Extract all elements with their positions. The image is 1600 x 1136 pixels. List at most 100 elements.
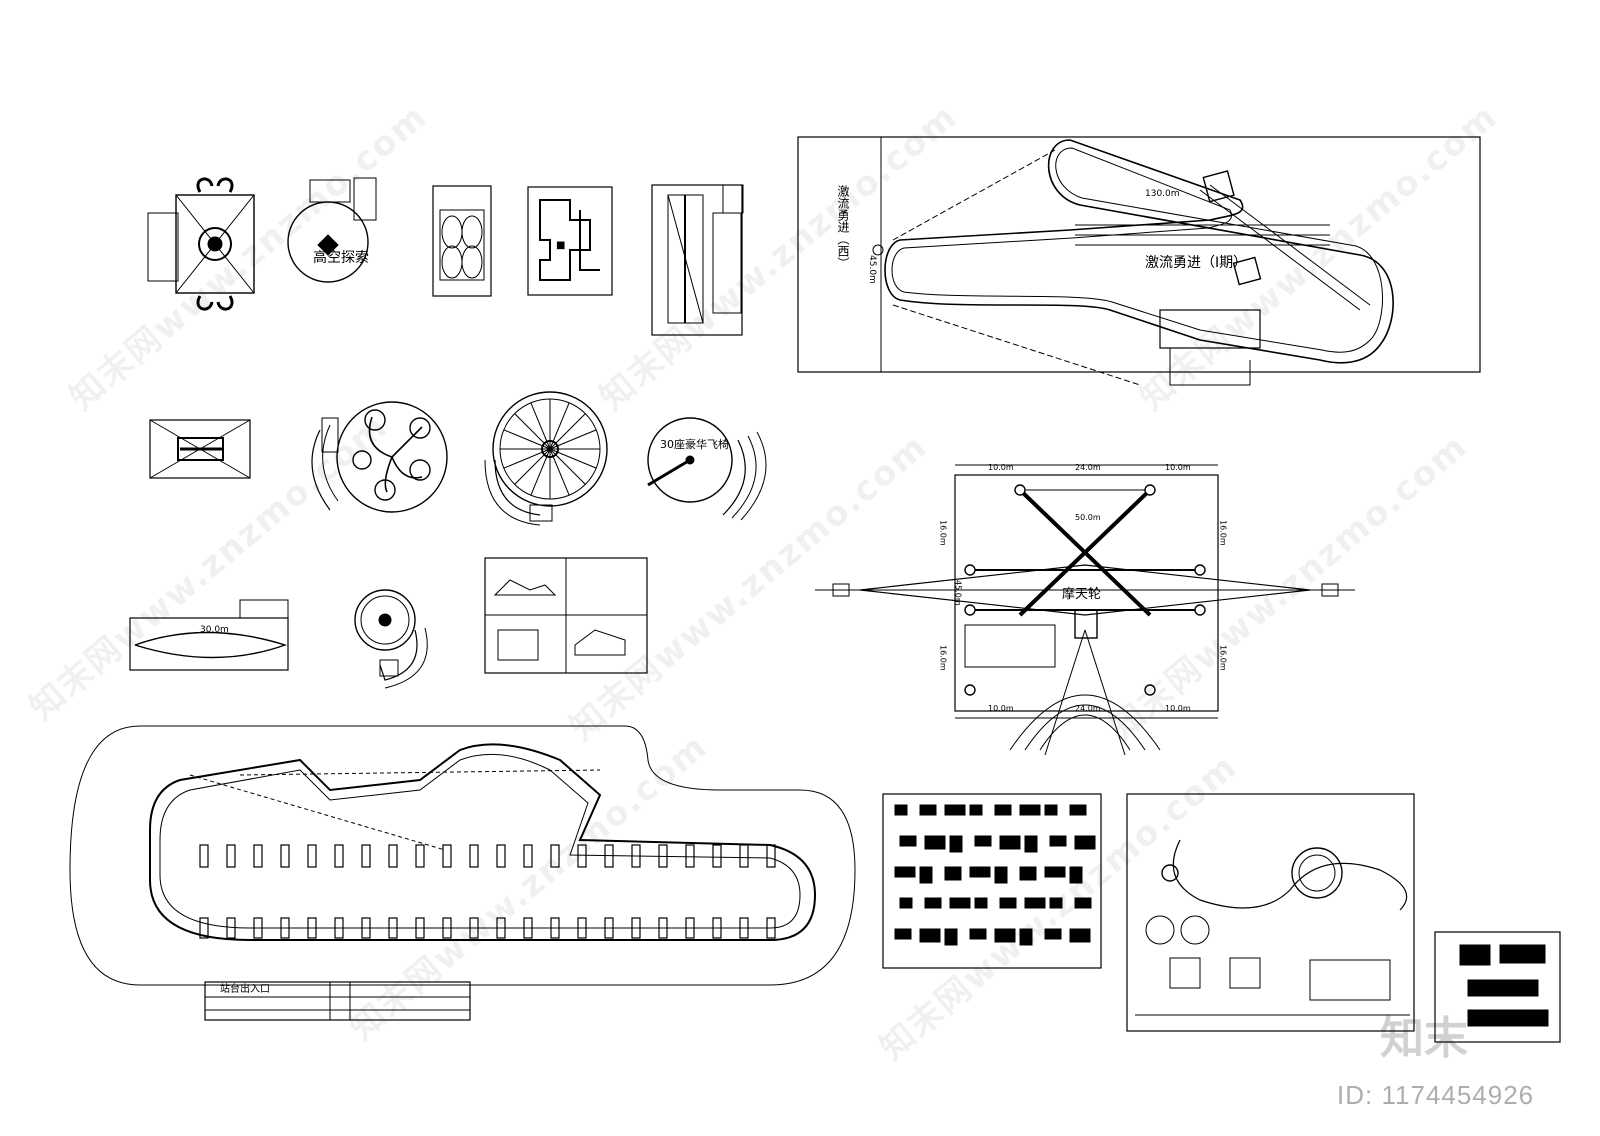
track-support — [550, 917, 560, 939]
wheel-spoke — [514, 413, 551, 450]
svg-text:■: ■ — [556, 240, 565, 251]
landscape-detail-sheet — [1126, 793, 1415, 1032]
ferris-dim-right-upper: 16.0m — [1219, 520, 1228, 546]
rotating-cups-plan — [311, 401, 448, 513]
track-support — [442, 917, 452, 939]
track-support — [442, 844, 452, 868]
rapid-rush-length: 130.0m — [1145, 189, 1180, 199]
play-equipment-block — [969, 804, 983, 816]
track-support — [631, 917, 641, 939]
spiral-ride-plan — [432, 185, 492, 297]
play-equipment-block — [1024, 835, 1038, 853]
ferris-dim-top-mid: 24.0m — [1075, 463, 1101, 472]
track-support — [712, 917, 722, 939]
play-equipment-block — [894, 804, 908, 816]
ferris-dim-top-left: 10.0m — [988, 463, 1014, 472]
play-equipment-block — [969, 928, 987, 940]
station-exit-label: 站台出入口 — [220, 982, 270, 995]
track-support — [577, 844, 587, 868]
play-equipment-block — [1044, 928, 1062, 940]
elevation-sheet — [484, 557, 648, 674]
play-equipment-block — [1074, 897, 1092, 909]
play-equipment-block — [994, 866, 1008, 884]
ferris-dim-bottom-right: 10.0m — [1165, 704, 1191, 713]
track-support — [685, 917, 695, 939]
play-equipment-block — [944, 928, 958, 946]
track-support — [307, 917, 317, 939]
track-support — [712, 844, 722, 868]
play-equipment-block — [974, 835, 992, 847]
track-support — [550, 844, 560, 868]
play-equipment-block — [1049, 897, 1063, 909]
track-support — [280, 917, 290, 939]
play-equipment-block — [1074, 835, 1096, 850]
ferris-dim-span: 50.0m — [1075, 513, 1101, 522]
track-support — [199, 844, 209, 868]
track-support — [361, 844, 371, 868]
play-equipment-block — [919, 928, 941, 943]
track-support — [496, 917, 506, 939]
maze-plan: ■ — [527, 186, 613, 296]
track-support — [253, 844, 263, 868]
ferris-wheel-label: 摩天轮 — [1062, 586, 1101, 602]
track-support — [226, 844, 236, 868]
high-explore-plan: 高空探索 — [287, 177, 377, 283]
long-ride-plan: 30.0m — [129, 599, 289, 671]
track-support — [469, 917, 479, 939]
ferris-dim-right-lower: 16.0m — [1219, 645, 1228, 671]
play-equipment-block — [949, 835, 963, 853]
play-equipment-block — [1019, 866, 1037, 881]
play-equipment-block — [1049, 835, 1067, 847]
wheel-spoke — [503, 429, 551, 450]
track-support — [307, 844, 317, 868]
play-equipment-block — [1044, 804, 1058, 816]
track-support — [604, 917, 614, 939]
ferris-dim-bottom-mid: 24.0m — [1075, 704, 1101, 713]
track-support — [766, 917, 776, 939]
play-equipment-block — [994, 928, 1016, 943]
rapid-rush-plan: 130.0m 激流勇进（I期） 激流勇进（西） 45.0m — [797, 136, 1481, 386]
playground-equipment-sheet — [882, 793, 1102, 969]
track-support — [739, 917, 749, 939]
track-support — [280, 844, 290, 868]
track-support — [415, 844, 425, 868]
wheel-spoke — [503, 448, 551, 469]
play-equipment-block — [919, 866, 933, 884]
play-equipment-block — [924, 897, 942, 909]
track-support — [388, 844, 398, 868]
play-equipment-block — [1069, 866, 1083, 884]
wheel-spoke — [549, 429, 597, 450]
play-equipment-block — [969, 866, 991, 878]
flying-chairs-label: 30座豪华飞椅 — [660, 437, 729, 451]
track-support — [253, 917, 263, 939]
wheel-spoke — [549, 402, 570, 450]
play-equipment-block — [994, 804, 1012, 816]
track-support — [766, 844, 776, 868]
play-equipment-block — [899, 835, 917, 847]
ferris-dim-left-upper: 16.0m — [939, 520, 948, 546]
play-equipment-block — [919, 804, 937, 816]
pirate-ship-plan — [149, 419, 251, 479]
ferris-dim-top-right: 10.0m — [1165, 463, 1191, 472]
track-support — [631, 844, 641, 868]
ferris-wheel-plan: 10.0m 24.0m 10.0m 50.0m 16.0m 16.0m 16.0… — [815, 463, 1355, 756]
long-ride-length: 30.0m — [200, 625, 229, 635]
play-equipment-block — [999, 897, 1017, 909]
track-support — [334, 844, 344, 868]
track-support — [388, 917, 398, 939]
track-support — [685, 844, 695, 868]
play-equipment-block — [1019, 804, 1041, 816]
track-support — [658, 844, 668, 868]
flying-chairs-plan: 30座豪华飞椅 — [647, 417, 767, 521]
wheel-spoke — [514, 448, 551, 485]
asset-id: ID: 1174454926 — [1337, 1080, 1535, 1110]
rapid-rush-label: 激流勇进（I期） — [1145, 254, 1247, 271]
wheel-spoke — [549, 448, 570, 496]
wheel-spoke — [549, 448, 597, 469]
play-equipment-block — [924, 835, 946, 850]
ferris-dim-width: 45.0m — [954, 580, 963, 606]
track-support — [361, 917, 371, 939]
carousel-round-plan — [484, 391, 608, 526]
track-support — [496, 844, 506, 868]
